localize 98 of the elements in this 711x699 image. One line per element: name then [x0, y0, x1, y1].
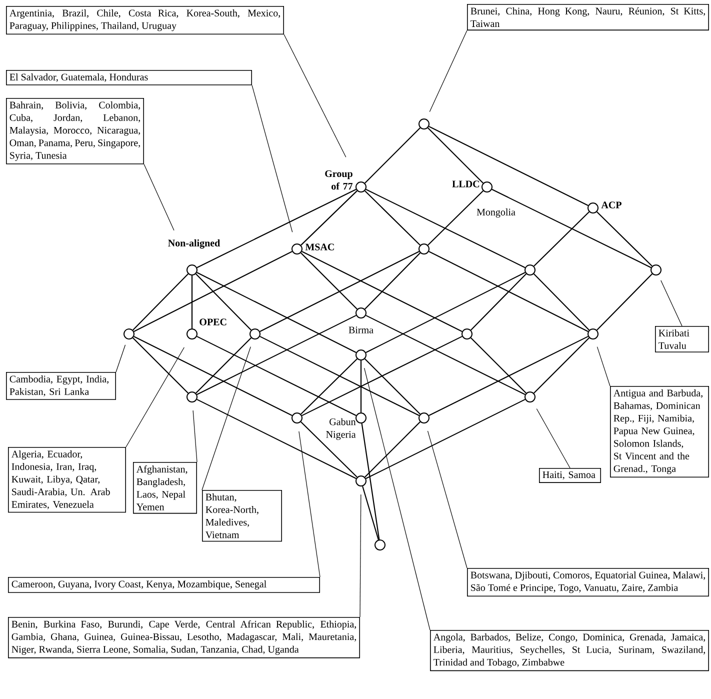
node-label: Gabun Nigeria	[326, 418, 356, 440]
lattice-line	[362, 486, 379, 540]
country-list-box: Antigua and Barbuda, Bahamas, Dominican Rep., Fiji, Namibia, Papua New Guinea, Solomon Islands, St Vincent and the Grenad., Tonga	[610, 386, 709, 478]
lattice-line	[366, 398, 526, 480]
node-circle	[418, 244, 430, 254]
leader-line	[360, 494, 362, 618]
node-label: Group of 77	[325, 170, 353, 190]
lattice-line	[132, 338, 188, 394]
leader-line	[660, 280, 682, 326]
lattice-line	[134, 250, 292, 332]
lattice-line	[534, 211, 590, 267]
lattice-line	[364, 252, 421, 310]
lattice-line	[302, 336, 462, 416]
lattice-line	[428, 128, 484, 184]
lattice-line	[300, 252, 358, 310]
lattice-line	[428, 250, 588, 332]
lattice-line	[428, 126, 588, 206]
lattice-line	[300, 190, 358, 246]
node-circle	[356, 476, 366, 486]
lattice-line	[366, 272, 526, 354]
lattice-line	[596, 274, 653, 330]
lattice-line	[361, 423, 380, 540]
leader-line	[364, 368, 430, 630]
lattice-line	[492, 188, 652, 268]
country-list-box: Bhutan, Korea-North, Maledives, Vietnam	[202, 490, 282, 542]
lattice-line	[360, 360, 362, 412]
country-list-box: Angola, Barbados, Belize, Congo, Dominica, Grenada, Jamaica, Liberia, Mauritius, Seychelles, St Lucia, Surinam, Swaziland, Trinidad and Tobago, Zimbabwe	[430, 630, 709, 672]
leader-line	[252, 84, 293, 232]
country-list-box: Cambodia, Egypt, India, Pakistan, Sri Lanka	[6, 372, 116, 400]
country-list-box: Bahrain, Bolivia, Colombia, Cuba, Jordan, Lebanon, Malaysia, Morocco, Nicaragua, Oman, Panama, Peru, Singapore, Syria, Tunesia	[6, 98, 144, 164]
lattice-line	[364, 128, 420, 184]
country-list-box: Cameroon, Guyana, Ivory Coast, Kenya, Mozambique, Senegal	[8, 577, 320, 593]
lattice-line	[533, 274, 590, 330]
lattice-line	[300, 358, 358, 415]
leader-line	[116, 344, 126, 372]
leader-line	[126, 347, 184, 448]
leader-line	[284, 34, 346, 158]
node-label: ACP	[601, 202, 622, 208]
leader-line	[144, 164, 174, 231]
leader-line	[427, 430, 468, 568]
lattice-line	[260, 250, 420, 332]
node-circle	[462, 328, 472, 340]
country-list-box: Afghanistan, Bangladesh, Laos, Nepal Yemen	[133, 462, 197, 514]
lattice-line	[534, 338, 590, 394]
node-label: Mongolia	[476, 208, 516, 218]
leader-line	[429, 30, 468, 112]
node-circle	[588, 328, 598, 340]
lattice-line	[364, 358, 420, 414]
node-circle	[650, 264, 662, 276]
country-list-box: Kiribati Tuvalu	[655, 326, 709, 352]
node-label: Non-aligned	[168, 239, 220, 249]
country-list-box: El Salvador, Guatemala, Honduras	[6, 70, 252, 86]
country-list-box: Algeria, Ecuador, Indonesia, Iran, Iraq, Kuwait, Libya, Qatar, Saudi-Arabia, Un. Arab Emirates, Venezuela	[8, 447, 126, 513]
leader-line	[298, 431, 320, 578]
node-circle	[186, 392, 198, 402]
lattice-line	[191, 276, 193, 328]
lattice-line	[300, 421, 358, 478]
lattice-line	[196, 338, 252, 394]
leader-line	[596, 346, 610, 386]
node-circle	[250, 328, 260, 340]
lattice-line	[195, 274, 252, 330]
leader-line	[536, 408, 570, 468]
node-label: MSAC	[305, 244, 334, 250]
lattice-line	[366, 188, 526, 268]
node-circle	[418, 412, 430, 424]
lattice-line	[428, 336, 588, 416]
lattice-line	[302, 250, 462, 332]
lattice-line	[596, 211, 652, 267]
leader-line	[192, 410, 198, 462]
country-list-box: Haiti, Samoa	[539, 468, 601, 483]
node-label: LLDC	[452, 180, 480, 188]
node-circle	[524, 264, 536, 276]
lattice-line	[196, 398, 356, 480]
lattice-line	[134, 336, 292, 416]
country-list-box: Botswana, Djibouti, Comoros, Equatorial Guinea, Malawi, São Tomé e Principe, Togo, Vanuatu, Zaire, Zambia	[467, 568, 709, 596]
country-list-box: Argentinia, Brazil, Chile, Costa Rica, Korea-South, Mexico, Paraguay, Philippines, Thailand, Uruguay	[6, 6, 284, 34]
node-label: OPEC	[200, 318, 226, 326]
country-list-box: Brunei, China, Hong Kong, Nauru, Réunion, St Kitts, Taiwan	[467, 4, 709, 30]
node-circle	[524, 392, 536, 402]
lattice-line	[364, 422, 420, 478]
country-list-box: Benin, Burkina Faso, Burundi, Cape Verde, Central African Republic, Ethiopia, Gambia, Ghana, Guinea, Guinea-Bissau, Lesotho, Madagascar, Mali, Mauretania, Niger, Rwanda, Sierra Leone, Somalia, Sudan, Tanzania, Chad, Uganda	[8, 617, 360, 658]
node-circle	[418, 118, 430, 130]
node-circle	[124, 328, 134, 340]
lattice-line	[196, 272, 356, 354]
lattice-line	[470, 338, 526, 394]
lattice-line	[196, 314, 356, 396]
node-circle	[292, 412, 302, 424]
lattice-line	[428, 190, 484, 246]
lattice-line	[132, 274, 189, 330]
lattice-line	[196, 336, 356, 416]
node-circle	[374, 540, 386, 550]
lattice-line	[470, 274, 527, 330]
lattice-line	[260, 336, 420, 416]
lattice-line	[196, 188, 356, 268]
node-label: Birma	[348, 326, 374, 334]
lattice-line	[364, 190, 420, 246]
lattice-line	[366, 314, 526, 396]
node-circle	[356, 350, 366, 360]
